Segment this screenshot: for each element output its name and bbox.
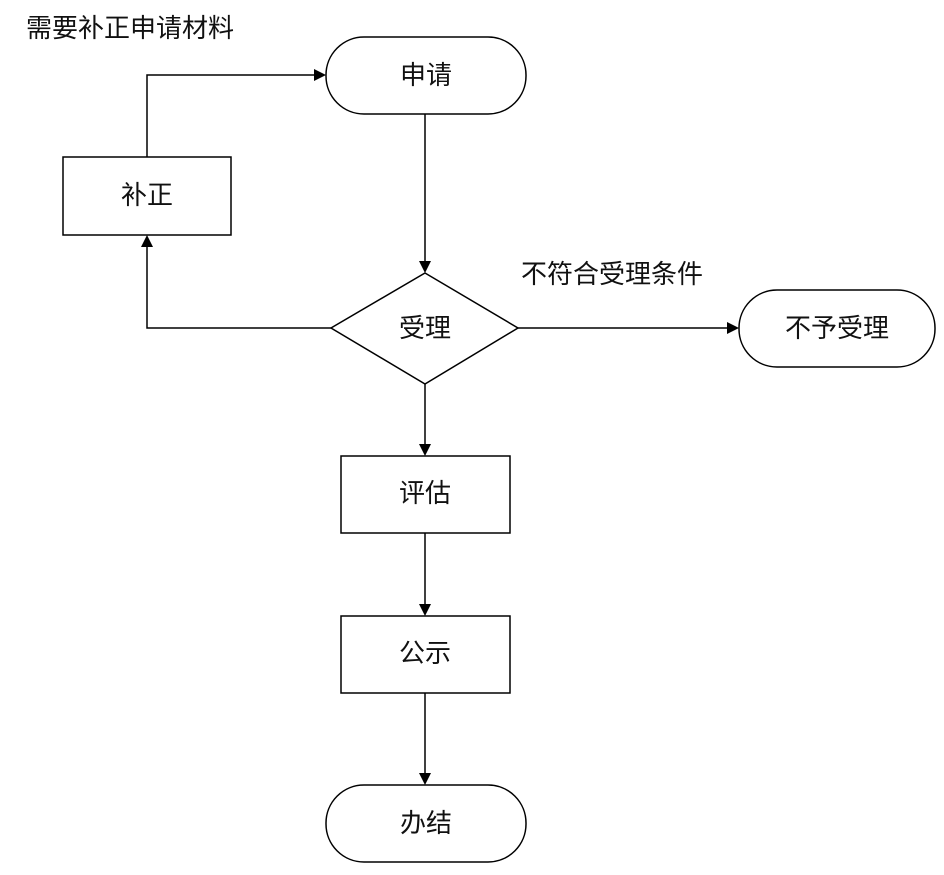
node-reject-label: 不予受理 (784, 314, 890, 344)
edge-label-not-eligible: 不符合受理条件 (521, 260, 704, 290)
edge-correct-to-apply (146, 69, 326, 157)
edge-label-need-correction: 需要补正申请材料 (26, 14, 235, 44)
node-publicize-shape (340, 615, 511, 694)
node-correct-label: 补正 (120, 181, 174, 211)
node-reject-shape (738, 289, 936, 368)
edge-accept-to-correct (141, 235, 331, 329)
node-complete-shape (325, 784, 527, 863)
node-apply-shape (325, 36, 527, 115)
node-complete-label: 办结 (399, 809, 453, 839)
node-publicize-label: 公示 (398, 639, 452, 669)
node-evaluate-shape (340, 455, 511, 534)
node-accept-label: 受理 (398, 314, 452, 344)
node-evaluate-label: 评估 (398, 479, 452, 509)
node-apply-label: 申请 (399, 61, 453, 91)
node-correct-shape (62, 156, 232, 236)
